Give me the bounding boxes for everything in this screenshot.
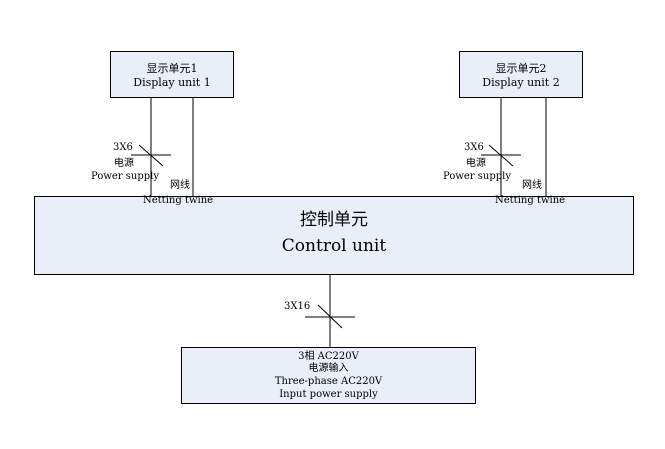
right-power-label-cn: 电源 [466,158,486,169]
power-input-line-2: 电源输入 [308,363,349,374]
main-cable-spec: 3X16 [284,301,311,312]
right-network-label-cn: 网线 [522,180,542,191]
right-power-label-en: Power supply [443,171,512,182]
cable-tick-left-d [138,144,164,167]
display-unit-1-name-cn: 显示单元1 [146,62,198,75]
control-unit-box: 控制单元 Control unit [34,196,634,275]
cable-tick-main-d [317,304,343,329]
power-input-line-1: 3相 AC220V [298,351,359,362]
display-unit-1-box: 显示单元1 Display unit 1 [110,51,234,98]
display-unit-2-box: 显示单元2 Display unit 2 [459,51,583,98]
cable-tick-right-d [488,144,514,167]
left-cable-spec: 3X6 [113,142,133,153]
left-network-label-cn: 网线 [170,180,190,191]
display-unit-2-name-en: Display unit 2 [482,76,560,89]
control-unit-name-cn: 控制单元 [300,210,368,230]
control-unit-name-en: Control unit [281,236,387,256]
right-cable-spec: 3X6 [464,142,484,153]
display-unit-1-name-en: Display unit 1 [133,76,211,89]
left-power-label-cn: 电源 [114,158,134,169]
right-network-label-en: Netting twine [495,195,566,206]
power-input-line-3: Three-phase AC220V [274,376,383,387]
power-input-box: 3相 AC220V 电源输入 Three-phase AC220V Input … [181,347,476,404]
power-input-line-4: Input power supply [279,389,378,400]
display-unit-2-name-cn: 显示单元2 [495,62,547,75]
left-network-label-en: Netting twine [143,195,214,206]
left-power-label-en: Power supply [91,171,160,182]
